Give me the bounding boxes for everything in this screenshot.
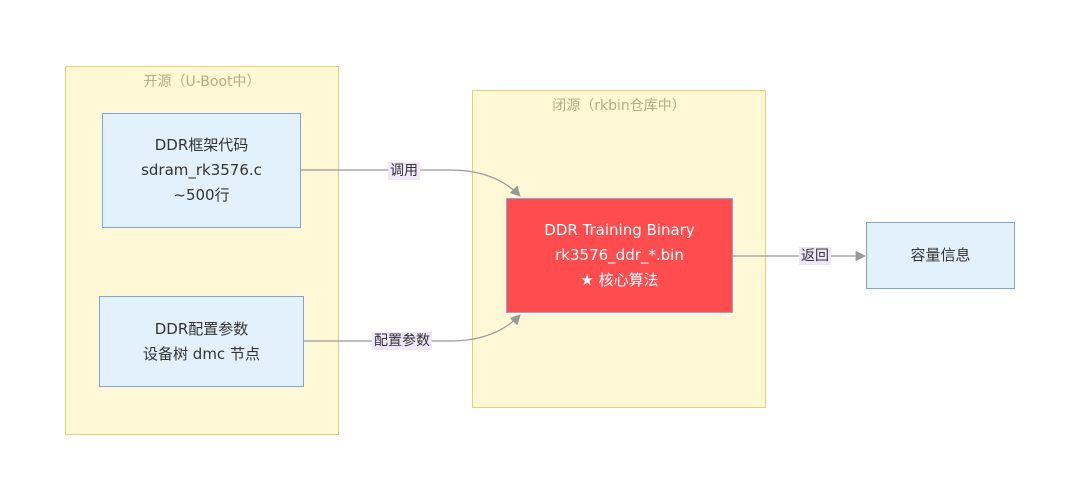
- call-edge-label: 调用: [388, 162, 420, 180]
- ddr-training-binary-node: DDR Training Binary rk3576_ddr_*.bin ★ 核…: [506, 198, 733, 313]
- config-params-edge-label: 配置参数: [372, 332, 432, 350]
- ddr-framework-file: sdram_rk3576.c: [141, 161, 262, 179]
- capacity-info-label: 容量信息: [910, 246, 971, 264]
- ddr-config-source: 设备树 dmc 节点: [143, 344, 260, 363]
- training-binary-title: DDR Training Binary: [544, 221, 695, 239]
- closed-source-cluster-title: 闭源（rkbin仓库中）: [552, 98, 686, 114]
- open-source-cluster-title: 开源（U-Boot中）: [143, 74, 261, 90]
- ddr-framework-node: DDR框架代码 sdram_rk3576.c ~500行: [102, 113, 301, 228]
- config-params-edge: [304, 314, 521, 342]
- training-binary-core: ★ 核心算法: [580, 271, 659, 289]
- ddr-config-title: DDR配置参数: [154, 319, 249, 338]
- training-binary-file: rk3576_ddr_*.bin: [555, 246, 684, 264]
- return-edge-label: 返回: [799, 247, 831, 265]
- ddr-config-node: DDR配置参数 设备树 dmc 节点: [99, 296, 304, 387]
- ddr-framework-lines: ~500行: [173, 186, 230, 204]
- capacity-info-node: 容量信息: [866, 222, 1015, 289]
- call-edge: [301, 169, 521, 197]
- ddr-framework-title: DDR框架代码: [154, 136, 249, 154]
